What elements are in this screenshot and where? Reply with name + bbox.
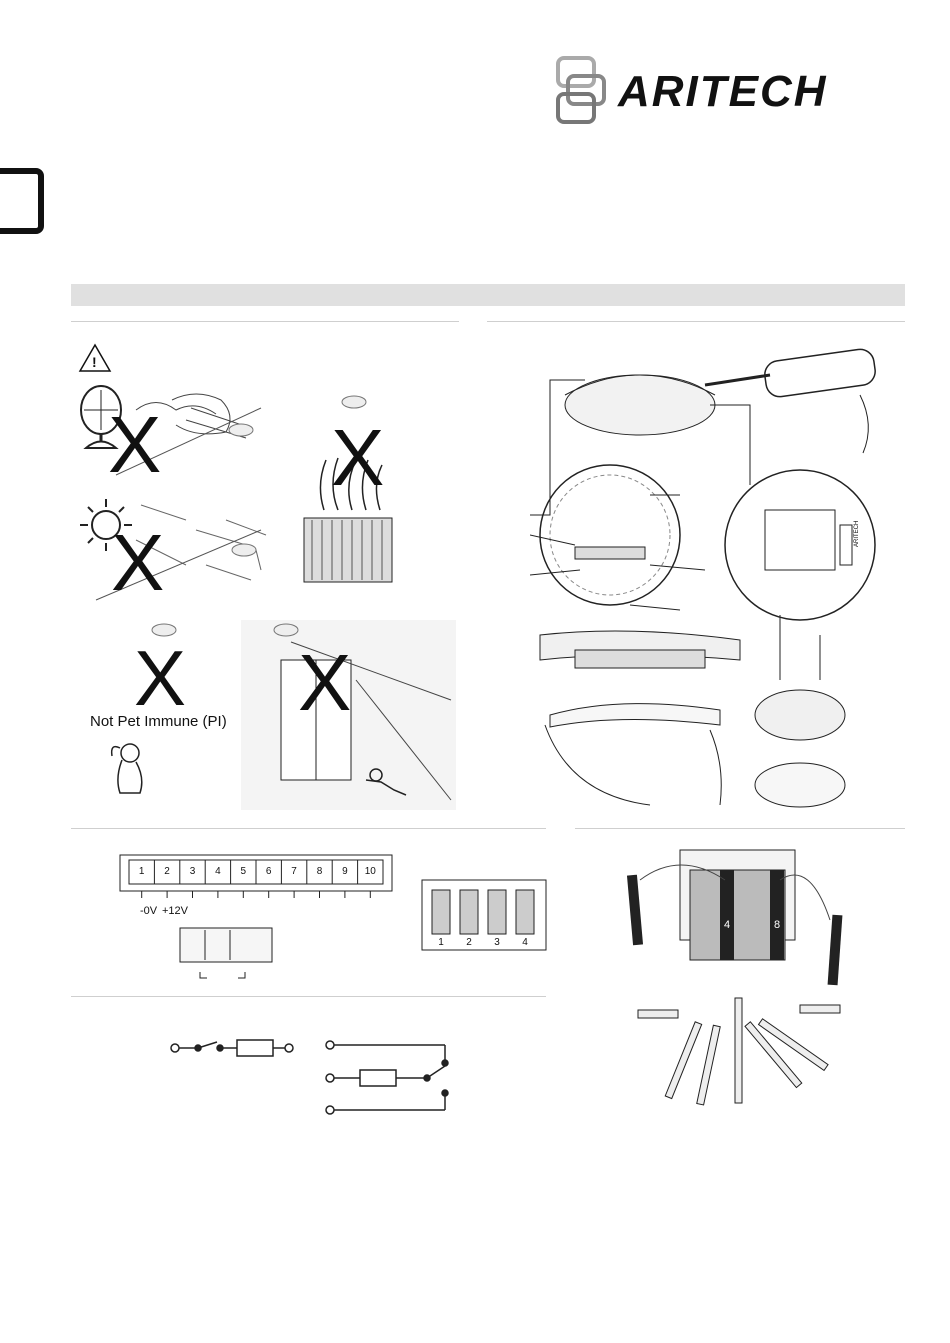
terminal-number: 1 xyxy=(129,866,154,877)
terminal-number: 6 xyxy=(256,866,281,877)
dip-number: 3 xyxy=(488,937,506,948)
divider xyxy=(71,828,546,829)
section-tab xyxy=(0,168,44,234)
radiator-icon xyxy=(304,518,392,582)
terminal-number: 7 xyxy=(281,866,306,877)
mirror-label-4: 4 xyxy=(724,919,730,931)
svg-text:X: X xyxy=(298,638,351,727)
terminal-number: 5 xyxy=(231,866,256,877)
title-banner xyxy=(71,284,905,306)
svg-text:X: X xyxy=(331,413,384,502)
mirror-illustration: 4 8 xyxy=(620,840,860,1110)
dip-number: 1 xyxy=(432,937,450,948)
detector-small-icon xyxy=(229,424,253,436)
dip-numbers: 1 2 3 4 xyxy=(432,937,544,953)
warning-symbol: ! xyxy=(92,354,97,370)
terminal-label-12v: +12V xyxy=(162,905,188,917)
terminal-number: 3 xyxy=(180,866,205,877)
divider xyxy=(575,828,905,829)
dip-number: 2 xyxy=(460,937,478,948)
dip-number: 4 xyxy=(516,937,534,948)
terminal-number: 9 xyxy=(332,866,357,877)
terminal-number: 8 xyxy=(307,866,332,877)
terminal-number: 4 xyxy=(205,866,230,877)
logo-mark xyxy=(556,56,608,124)
pet-caption: Not Pet Immune (PI) xyxy=(90,713,227,730)
relay-diagram xyxy=(165,1030,465,1120)
logo: ARITECH xyxy=(556,56,906,126)
brand-name: ARITECH xyxy=(618,70,828,114)
mirror-label-8: 8 xyxy=(774,919,780,931)
screwdriver-icon xyxy=(705,348,877,399)
divider xyxy=(71,321,459,322)
svg-text:X: X xyxy=(134,634,186,722)
device-brand: ARITECH xyxy=(854,521,860,547)
divider xyxy=(71,996,546,997)
terminal-label-0v: -0V xyxy=(140,905,157,917)
terminal-number: 10 xyxy=(358,866,383,877)
divider xyxy=(487,321,905,322)
svg-text:X: X xyxy=(111,518,164,607)
terminal-number: 2 xyxy=(154,866,179,877)
detector-assembly-illustration: ARITECH xyxy=(530,335,905,815)
warning-icon: ! xyxy=(78,343,112,373)
svg-text:X: X xyxy=(108,400,161,489)
dog-icon xyxy=(100,738,160,798)
